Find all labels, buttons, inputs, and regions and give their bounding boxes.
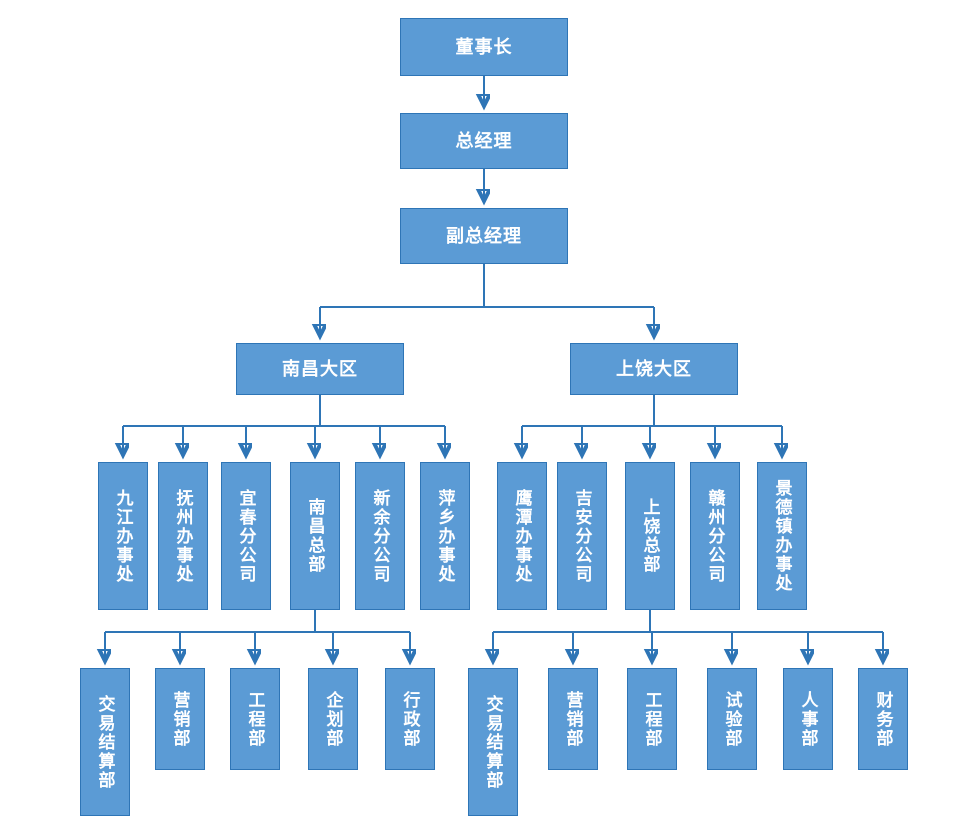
org-node-region_nc[interactable]: 南昌大区 — [236, 343, 404, 395]
org-node-nc_6[interactable]: 萍乡办事处 — [420, 462, 470, 610]
org-node-label: 副总经理 — [446, 225, 522, 246]
org-node-ncd_5[interactable]: 行政部 — [385, 668, 435, 770]
org-node-label: 九江办事处 — [113, 488, 133, 584]
org-node-gm[interactable]: 总经理 — [400, 113, 568, 169]
org-node-label: 工程部 — [245, 690, 265, 748]
org-node-nc_4[interactable]: 南昌总部 — [290, 462, 340, 610]
org-node-label: 营销部 — [563, 690, 583, 748]
org-node-label: 抚州办事处 — [173, 488, 193, 584]
org-node-sr_4[interactable]: 赣州分公司 — [690, 462, 740, 610]
org-node-label: 行政部 — [400, 690, 420, 748]
org-node-ncd_3[interactable]: 工程部 — [230, 668, 280, 770]
org-node-srd_6[interactable]: 财务部 — [858, 668, 908, 770]
org-node-srd_4[interactable]: 试验部 — [707, 668, 757, 770]
org-node-label: 交易结算部 — [95, 694, 115, 790]
org-node-srd_5[interactable]: 人事部 — [783, 668, 833, 770]
org-node-region_sr[interactable]: 上饶大区 — [570, 343, 738, 395]
org-node-label: 萍乡办事处 — [435, 488, 455, 584]
org-node-nc_2[interactable]: 抚州办事处 — [158, 462, 208, 610]
org-node-ncd_1[interactable]: 交易结算部 — [80, 668, 130, 816]
org-node-label: 景德镇办事处 — [772, 479, 792, 593]
org-node-label: 总经理 — [455, 130, 513, 151]
org-node-srd_2[interactable]: 营销部 — [548, 668, 598, 770]
org-node-label: 南昌大区 — [282, 358, 358, 379]
org-node-srd_3[interactable]: 工程部 — [627, 668, 677, 770]
org-node-label: 新余分公司 — [370, 488, 390, 584]
org-node-label: 企划部 — [323, 690, 343, 748]
org-node-label: 鹰潭办事处 — [512, 488, 532, 584]
org-node-nc_1[interactable]: 九江办事处 — [98, 462, 148, 610]
org-node-label: 试验部 — [722, 690, 742, 748]
org-node-label: 营销部 — [170, 690, 190, 748]
org-node-nc_5[interactable]: 新余分公司 — [355, 462, 405, 610]
org-node-sr_3[interactable]: 上饶总部 — [625, 462, 675, 610]
org-node-sr_1[interactable]: 鹰潭办事处 — [497, 462, 547, 610]
org-node-label: 工程部 — [642, 690, 662, 748]
org-node-label: 上饶大区 — [616, 358, 692, 379]
org-node-label: 财务部 — [873, 690, 893, 748]
org-node-srd_1[interactable]: 交易结算部 — [468, 668, 518, 816]
org-node-label: 上饶总部 — [640, 498, 660, 574]
org-node-nc_3[interactable]: 宜春分公司 — [221, 462, 271, 610]
org-node-sr_2[interactable]: 吉安分公司 — [557, 462, 607, 610]
org-node-label: 吉安分公司 — [572, 488, 592, 584]
org-node-ncd_2[interactable]: 营销部 — [155, 668, 205, 770]
org-node-label: 董事长 — [455, 36, 513, 57]
org-node-label: 南昌总部 — [305, 498, 325, 574]
org-node-label: 交易结算部 — [483, 694, 503, 790]
org-node-label: 人事部 — [798, 690, 818, 748]
org-node-sr_5[interactable]: 景德镇办事处 — [757, 462, 807, 610]
org-node-ncd_4[interactable]: 企划部 — [308, 668, 358, 770]
org-node-chairman[interactable]: 董事长 — [400, 18, 568, 76]
org-node-deputy_gm[interactable]: 副总经理 — [400, 208, 568, 264]
org-node-label: 赣州分公司 — [705, 488, 725, 584]
org-node-label: 宜春分公司 — [236, 488, 256, 584]
